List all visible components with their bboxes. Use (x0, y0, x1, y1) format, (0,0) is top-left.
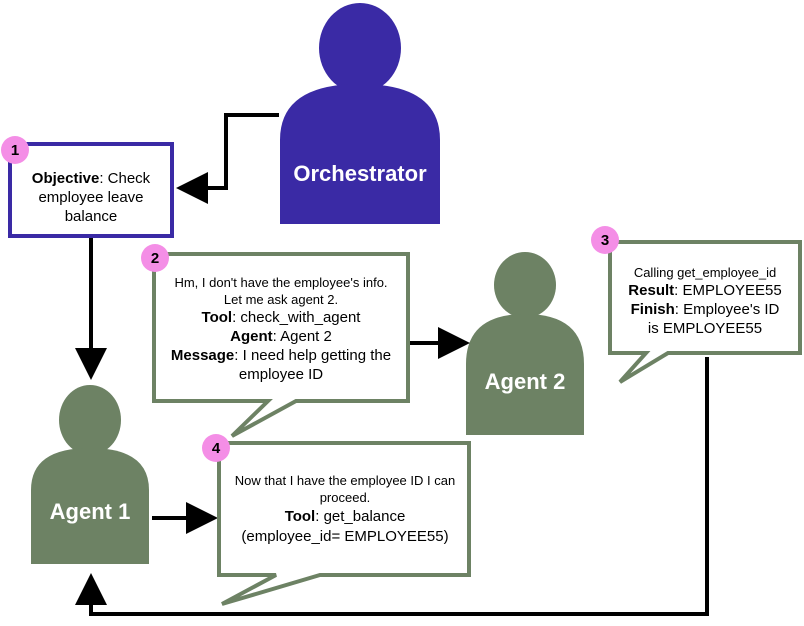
step-badge-3: 3 (591, 226, 619, 254)
arrow-orchestrator-to-objective (176, 113, 279, 204)
step4-tool-key: Tool (285, 508, 316, 525)
orchestrator-body (280, 84, 440, 224)
agent1-body (31, 448, 149, 564)
step2-message-line: Message: I need help getting the (171, 347, 391, 364)
objective-line2: employee leave (38, 189, 143, 206)
orchestrator-label: Orchestrator (293, 161, 427, 186)
step2-bubble-shape (152, 252, 410, 438)
objective-line3: balance (65, 208, 118, 225)
step-badge-4-circle (202, 434, 230, 462)
step3-bubble: Calling get_employee_id Result: EMPLOYEE… (608, 240, 802, 384)
step-badge-4: 4 (202, 434, 230, 462)
step3-finish-val: : Employee's ID (675, 301, 780, 318)
step4-line2: proceed. (320, 490, 371, 505)
objective-line1-rest: : Check (99, 170, 150, 187)
step4-tool-val: : get_balance (315, 508, 405, 525)
step2-agent-line: Agent: Agent 2 (230, 328, 332, 345)
step2-bubble: Hm, I don't have the employee's info. Le… (152, 252, 410, 438)
agent1-figure: Agent 1 (31, 385, 149, 564)
step2-message-val: : I need help getting the (234, 347, 391, 364)
step2-tool-line: Tool: check_with_agent (202, 309, 362, 326)
step3-result-key: Result (628, 282, 674, 299)
agent2-label: Agent 2 (485, 369, 566, 394)
step2-line1: Hm, I don't have the employee's info. (174, 275, 387, 290)
step3-line4: is EMPLOYEE55 (648, 320, 762, 337)
step-badge-1-circle (1, 136, 29, 164)
agent1-label: Agent 1 (50, 499, 131, 524)
step2-tool-val: : check_with_agent (232, 309, 361, 326)
step2-line6: employee ID (239, 366, 323, 383)
step4-line4: (employee_id= EMPLOYEE55) (241, 528, 448, 545)
objective-key: Objective (32, 170, 100, 187)
step2-tool-key: Tool (202, 309, 233, 326)
step4-bubble: Now that I have the employee ID I can pr… (217, 441, 471, 606)
agent2-head (494, 252, 556, 318)
step4-line1: Now that I have the employee ID I can (235, 473, 455, 488)
step4-tool-line: Tool: get_balance (285, 508, 406, 525)
agent2-body (466, 314, 584, 435)
step4-bubble-shape (217, 441, 471, 606)
agent1-head (59, 385, 121, 455)
orchestrator-head (319, 3, 401, 93)
arrow-step3-to-agent1 (75, 357, 709, 616)
step-badge-4-number: 4 (212, 440, 221, 457)
step2-line2: Let me ask agent 2. (224, 292, 338, 307)
step-badge-2: 2 (141, 244, 169, 272)
objective-line1: Objective: Check (32, 170, 151, 187)
step-badge-3-circle (591, 226, 619, 254)
step-badge-2-number: 2 (151, 250, 159, 267)
objective-box: Objective: Check employee leave balance (8, 142, 174, 238)
step-badge-1-number: 1 (11, 142, 19, 159)
objective-box-border (8, 142, 174, 238)
step3-result-line: Result: EMPLOYEE55 (628, 282, 781, 299)
agent2-figure: Agent 2 (466, 252, 584, 435)
step-badge-3-number: 3 (601, 232, 609, 249)
step3-result-val: : EMPLOYEE55 (674, 282, 782, 299)
step3-finish-key: Finish (631, 301, 675, 318)
step2-message-key: Message (171, 347, 234, 364)
orchestrator-figure: Orchestrator (280, 3, 440, 224)
step-badge-2-circle (141, 244, 169, 272)
step2-agent-key: Agent (230, 328, 273, 345)
step2-agent-val: : Agent 2 (273, 328, 332, 345)
step3-bubble-shape (608, 240, 802, 384)
step-badge-1: 1 (1, 136, 29, 164)
step3-finish-line: Finish: Employee's ID (631, 301, 780, 318)
step3-line1: Calling get_employee_id (634, 265, 776, 280)
